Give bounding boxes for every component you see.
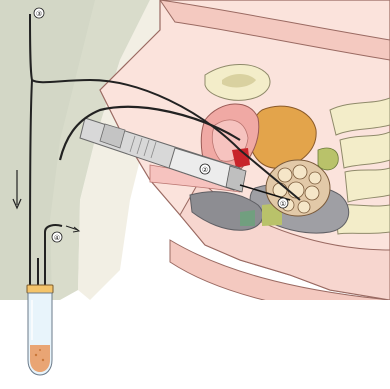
callout-2: ② [200, 164, 210, 174]
callout-3: ③ [34, 8, 44, 18]
callout-1-text: ① [280, 200, 286, 208]
callout-3-text: ③ [36, 10, 42, 18]
callout-1: ① [278, 198, 288, 208]
callout-2-text: ② [202, 166, 208, 174]
callout-4: ④ [52, 232, 62, 242]
callout-4-text: ④ [54, 234, 60, 242]
collection-tube [27, 285, 53, 375]
blank-area [230, 300, 390, 385]
ovary-follicles [266, 160, 330, 216]
